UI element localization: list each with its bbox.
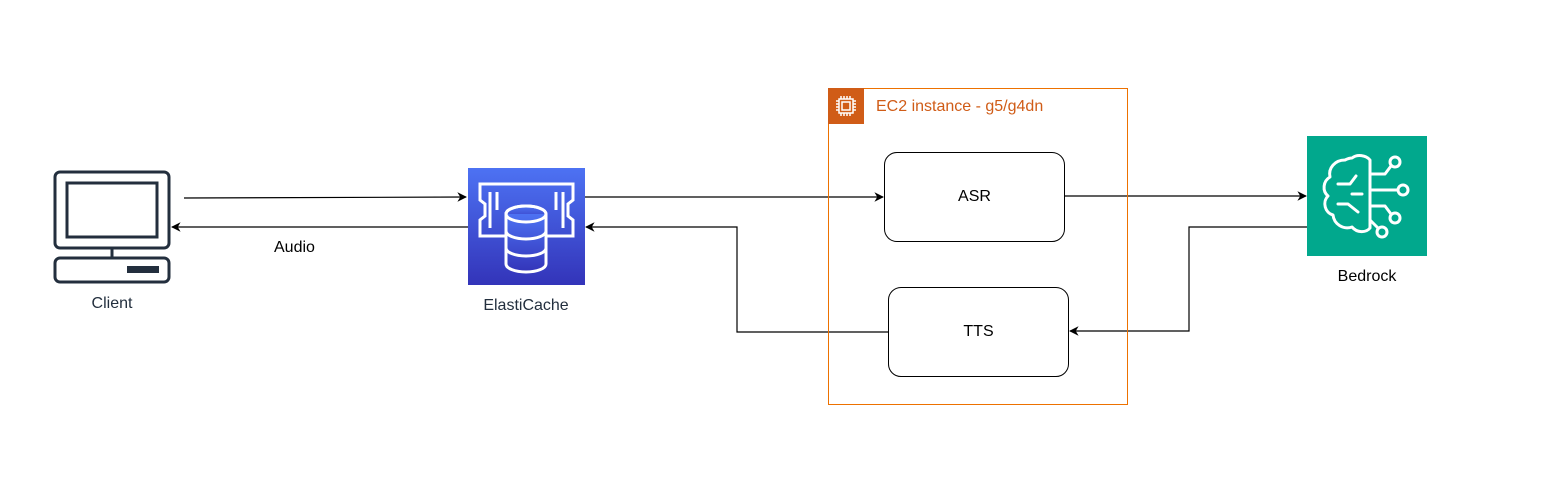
bedrock-label: Bedrock (1337, 268, 1397, 285)
edge-bedrock-to-tts (1069, 226, 1308, 336)
bedrock-icon (1307, 136, 1427, 256)
ec2-group-title: EC2 instance - g5/g4dn (876, 98, 1044, 115)
ec2-chip-icon (828, 88, 864, 124)
elasticache-icon (468, 168, 585, 285)
elasticache-label: ElastiCache (483, 297, 569, 314)
audio-edge-label: Audio (274, 239, 315, 256)
asr-box[interactable]: ASR (884, 152, 1065, 242)
ec2-instance-group (828, 88, 1128, 405)
edge-tts-to-elasticache (585, 222, 888, 333)
edge-client-to-elasticache (183, 192, 467, 202)
client-label: Client (91, 295, 133, 312)
tts-box[interactable]: TTS (888, 287, 1069, 377)
desktop-client-icon (53, 170, 171, 284)
